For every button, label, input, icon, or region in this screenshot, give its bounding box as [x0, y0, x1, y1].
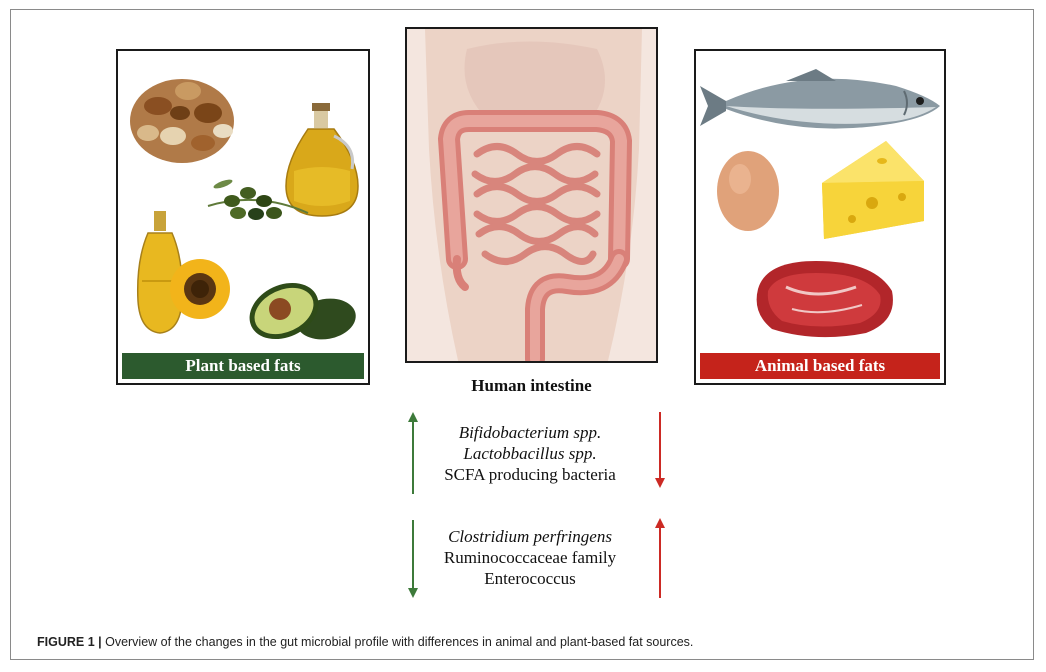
animal-fats-panel: Animal based fats	[694, 49, 946, 385]
plant-decrease-arrow-icon	[408, 520, 418, 598]
figure-caption: FIGURE 1 | Overview of the changes in th…	[37, 635, 693, 649]
plant-increase-arrow-icon	[408, 412, 418, 494]
fish-icon	[700, 69, 940, 129]
animal-foods-illustration	[700, 69, 940, 338]
bacteria-name: Ruminococcaceae family	[443, 548, 617, 567]
bacteria-name: Clostridium perfringens	[448, 527, 612, 546]
plant-foods-illustration	[130, 79, 359, 340]
sunflower-oil-icon	[136, 211, 184, 334]
intestine-label: Human intestine	[471, 376, 592, 395]
nuts-icon	[130, 79, 234, 163]
egg-icon	[717, 151, 779, 231]
olive-oil-icon	[285, 103, 359, 217]
sunflower-icon	[170, 259, 230, 319]
caption-text: Overview of the changes in the gut micro…	[101, 635, 694, 649]
animal-decrease-arrow-icon	[655, 412, 665, 488]
cheese-icon	[822, 141, 924, 239]
caption-prefix: FIGURE 1 |	[37, 635, 102, 649]
bacteria-name: Enterococcus	[484, 569, 576, 588]
animal-increase-arrow-icon	[655, 518, 665, 598]
bacteria-name: Bifidobacterium spp.	[458, 423, 602, 442]
plant-fats-label: Plant based fats	[122, 353, 364, 379]
bacteria-name: SCFA producing bacteria	[444, 465, 616, 484]
plant-fats-panel: Plant based fats	[116, 49, 370, 385]
olives-icon	[207, 179, 309, 220]
animal-fats-label: Animal based fats	[700, 353, 940, 379]
bacteria-name: Lactobbacillus spp.	[463, 444, 597, 463]
bacteria-group-2: Clostridium perfringens Ruminococcaceae …	[380, 526, 680, 589]
intestine-illustration	[407, 29, 656, 361]
avocado-icon	[249, 282, 356, 340]
bacteria-group-1: Bifidobacterium spp. Lactobbacillus spp.…	[380, 422, 680, 485]
meat-icon	[756, 261, 893, 338]
intestine-panel	[405, 27, 658, 363]
